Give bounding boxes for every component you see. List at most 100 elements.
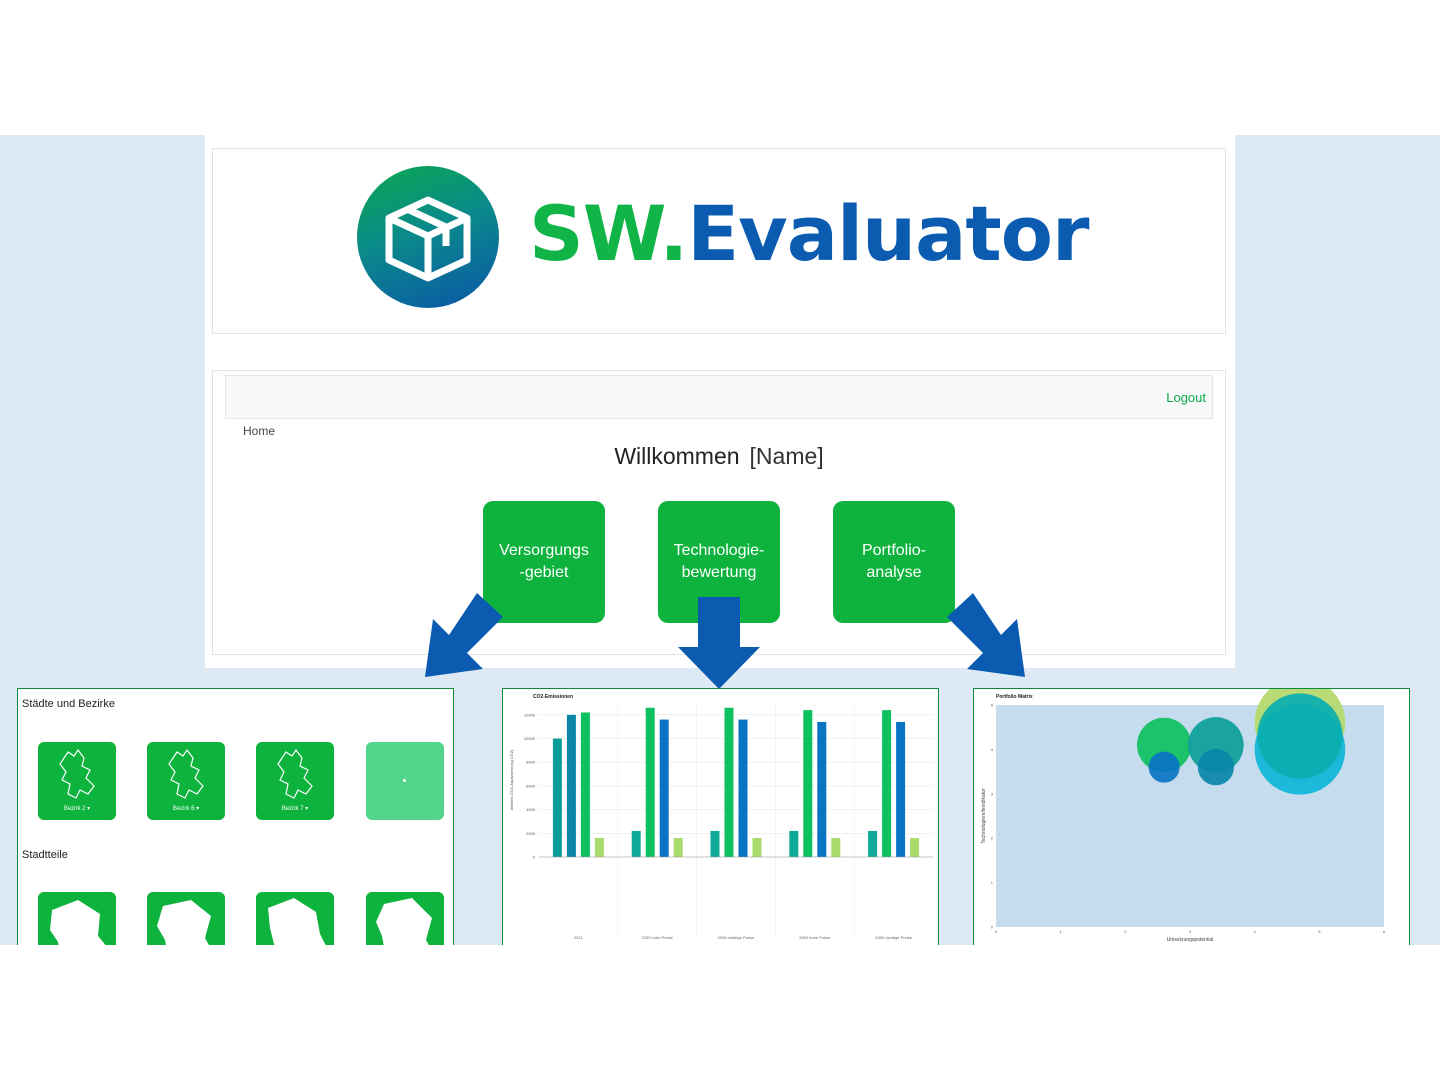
bar bbox=[752, 838, 762, 857]
breadcrumb[interactable]: Home bbox=[243, 424, 276, 438]
box-icon bbox=[357, 166, 499, 308]
bar bbox=[803, 710, 813, 857]
dot-icon bbox=[403, 779, 406, 782]
section-title-stadtteile: Stadtteile bbox=[22, 849, 68, 861]
bar bbox=[580, 712, 590, 857]
x-tick-label: 6 bbox=[1383, 929, 1386, 934]
chart-title: CO2-Emissionen bbox=[533, 694, 574, 700]
tile-technologiebewertung[interactable]: Technologie- bewertung bbox=[658, 501, 780, 623]
arrow-down-left-icon bbox=[425, 593, 503, 677]
arrow-down-right-icon bbox=[947, 593, 1025, 677]
group-label: 2035 niedrige Preise bbox=[718, 935, 755, 940]
y-tick-label: 2 bbox=[991, 836, 994, 841]
group-label: 2050 niedrige Preise bbox=[875, 935, 912, 940]
bar bbox=[831, 838, 841, 857]
tile-label-line1: Portfolio- bbox=[861, 542, 927, 559]
bubble bbox=[1136, 717, 1192, 773]
bar bbox=[594, 838, 604, 857]
tile-label-line2: bewertung bbox=[681, 564, 757, 581]
district-label: Bezirk 7 ▾ bbox=[281, 806, 309, 812]
bar bbox=[552, 738, 562, 857]
section-title-cities: Städte und Bezirke bbox=[22, 698, 115, 710]
y-tick-label: 5 bbox=[991, 703, 994, 708]
bar bbox=[789, 830, 799, 857]
brand-name-part2: Evaluator bbox=[687, 189, 1089, 278]
y-tick-label: 10000 bbox=[524, 736, 536, 741]
stadtteil-map-icon bbox=[50, 900, 108, 959]
district-name: Bezirk 6 bbox=[172, 806, 195, 812]
stadtteil-map-icon bbox=[157, 900, 213, 959]
group-label: 2035 hohe Preise bbox=[642, 935, 674, 940]
y-tick-label: 4 bbox=[991, 747, 994, 752]
navbar: Logout bbox=[225, 375, 1213, 419]
district-selection-panel: Städte und Bezirke Bezirk 2 ▾ Bezirk 6 ▾… bbox=[17, 688, 454, 960]
y-tick-label: 3 bbox=[991, 791, 994, 796]
y-axis-label: Technologiereifeindikator bbox=[981, 788, 987, 844]
bar bbox=[868, 830, 878, 857]
bar bbox=[710, 830, 720, 857]
district-tile-empty[interactable] bbox=[366, 742, 444, 820]
district-map-icon bbox=[168, 748, 204, 799]
bubble bbox=[1148, 751, 1180, 783]
y-tick-label: 0 bbox=[533, 855, 536, 860]
x-tick-label: 4 bbox=[1254, 929, 1257, 934]
brand-name-part1: SW. bbox=[529, 189, 688, 278]
bar bbox=[673, 838, 683, 857]
district-label: Bezirk 2 ▾ bbox=[63, 806, 91, 812]
tile-portfolioanalyse[interactable]: Portfolio- analyse bbox=[833, 501, 955, 623]
district-tile[interactable]: Bezirk 6 ▾ bbox=[147, 742, 225, 820]
group-label: 2050 hohe Preise bbox=[799, 935, 831, 940]
bar bbox=[882, 710, 892, 857]
tile-label-line2: -gebiet bbox=[519, 564, 569, 581]
district-map-icon bbox=[59, 748, 95, 799]
group-label: 2021 bbox=[574, 935, 584, 940]
chart-title: Portfolio Matrix bbox=[996, 694, 1033, 700]
bar bbox=[738, 719, 748, 857]
y-tick-label: 4000 bbox=[526, 807, 536, 812]
tile-label-line1: Versorgungs bbox=[499, 542, 589, 559]
user-name: [Name] bbox=[749, 443, 824, 469]
bottom-whitespace bbox=[0, 945, 1440, 1080]
logout-link[interactable]: Logout bbox=[1166, 390, 1206, 405]
y-tick-label: 2000 bbox=[526, 831, 536, 836]
x-tick-label: 0 bbox=[995, 929, 998, 934]
welcome-text: Willkommen bbox=[614, 443, 740, 469]
y-axis-label: direktes CO2-Äquivalent (kg CO2) bbox=[509, 749, 514, 810]
y-tick-label: 8000 bbox=[526, 760, 536, 765]
logo-card: SW.Evaluator bbox=[212, 148, 1226, 334]
co2-chart-panel: CO2-Emissionen 0 2000 4000 6000 8000 10000 120… bbox=[502, 688, 939, 960]
bar bbox=[631, 830, 641, 857]
district-map-icon bbox=[277, 748, 313, 799]
tile-versorgungsgebiet[interactable]: Versorgungs -gebiet bbox=[483, 501, 605, 623]
x-tick-label: 3 bbox=[1189, 929, 1192, 934]
tile-label-line2: analyse bbox=[866, 564, 922, 581]
bar bbox=[724, 707, 734, 857]
bar bbox=[645, 707, 655, 857]
stadtteil-map-icon bbox=[268, 898, 328, 959]
y-tick-label: 1 bbox=[991, 880, 994, 885]
district-tile[interactable]: Bezirk 2 ▾ bbox=[38, 742, 116, 820]
y-tick-label: 12000 bbox=[524, 712, 536, 717]
x-tick-label: 2 bbox=[1124, 929, 1127, 934]
x-axis-label: Umsetzungspotential bbox=[1167, 937, 1214, 943]
welcome-heading: Willkommen [Name] bbox=[213, 443, 1225, 470]
co2-bar-chart: 0 2000 4000 6000 8000 10000 12000 direktes CO2-… bbox=[509, 703, 933, 940]
stadtteil-tile[interactable] bbox=[38, 892, 116, 959]
district-tile[interactable]: Bezirk 7 ▾ bbox=[256, 742, 334, 820]
district-label: Bezirk 6 ▾ bbox=[172, 806, 200, 812]
bar bbox=[910, 838, 920, 857]
brand-name: SW.Evaluator bbox=[529, 189, 1089, 278]
y-tick-label: 6000 bbox=[526, 783, 536, 788]
stadtteil-map-icon bbox=[376, 898, 434, 959]
bar bbox=[566, 714, 576, 857]
bubble bbox=[1257, 693, 1343, 779]
bubble bbox=[1197, 749, 1234, 786]
bar bbox=[817, 721, 827, 857]
x-tick-label: 5 bbox=[1318, 929, 1321, 934]
y-tick-label: 0 bbox=[991, 925, 994, 930]
tile-label-line1: Technologie- bbox=[673, 542, 765, 559]
district-name: Bezirk 2 bbox=[63, 806, 86, 812]
arrow-down-icon bbox=[678, 597, 760, 689]
